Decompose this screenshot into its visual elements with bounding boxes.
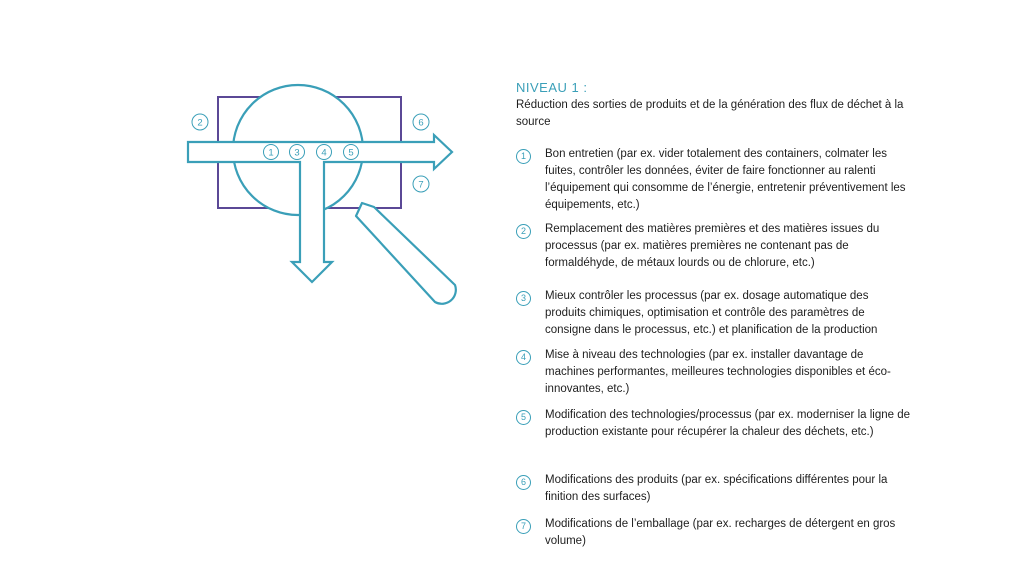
item-number-badge: 4 — [516, 350, 531, 365]
item-number-badge: 6 — [516, 475, 531, 490]
item-text: Bon entretien (par ex. vider totalement … — [545, 148, 906, 211]
item-text: Remplacement des matières premières et d… — [545, 223, 880, 269]
outside-number-2: 2 — [191, 113, 209, 131]
magnifier-process-diagram: 1 3 4 5 2 6 7 — [186, 83, 457, 305]
legend-panel: NIVEAU 1 : Réduction des sorties de prod… — [516, 80, 916, 547]
outside-number-7: 7 — [412, 175, 430, 193]
item-text: Modification des technologies/processus … — [545, 409, 911, 438]
item-text: Modifications des produits (par ex. spéc… — [545, 474, 888, 503]
svg-text:3: 3 — [294, 148, 299, 159]
inside-number-4: 4 — [316, 144, 332, 160]
svg-text:6: 6 — [418, 118, 423, 129]
item-text: Mise à niveau des technologies (par ex. … — [545, 349, 891, 395]
outside-number-6: 6 — [412, 113, 430, 131]
inside-number-1: 1 — [263, 144, 279, 160]
item-number-badge: 5 — [516, 410, 531, 425]
item-number-badge: 1 — [516, 149, 531, 164]
item-text: Mieux contrôler les processus (par ex. d… — [545, 290, 878, 336]
svg-text:1: 1 — [268, 148, 273, 159]
inside-number-5: 5 — [343, 144, 359, 160]
svg-text:2: 2 — [197, 118, 202, 129]
magnifier-handle — [354, 201, 457, 305]
svg-text:4: 4 — [321, 148, 326, 159]
inside-number-3: 3 — [289, 144, 305, 160]
flow-arrow — [186, 132, 454, 284]
level-heading: NIVEAU 1 : — [516, 80, 588, 95]
item-number-badge: 2 — [516, 224, 531, 239]
svg-text:5: 5 — [348, 148, 353, 159]
svg-text:7: 7 — [418, 180, 423, 191]
item-number-badge: 3 — [516, 291, 531, 306]
item-text: Modifications de l’emballage (par ex. re… — [545, 518, 896, 547]
item-number-badge: 7 — [516, 519, 531, 534]
level-subtitle: Réduction des sorties de produits et de … — [516, 99, 904, 128]
